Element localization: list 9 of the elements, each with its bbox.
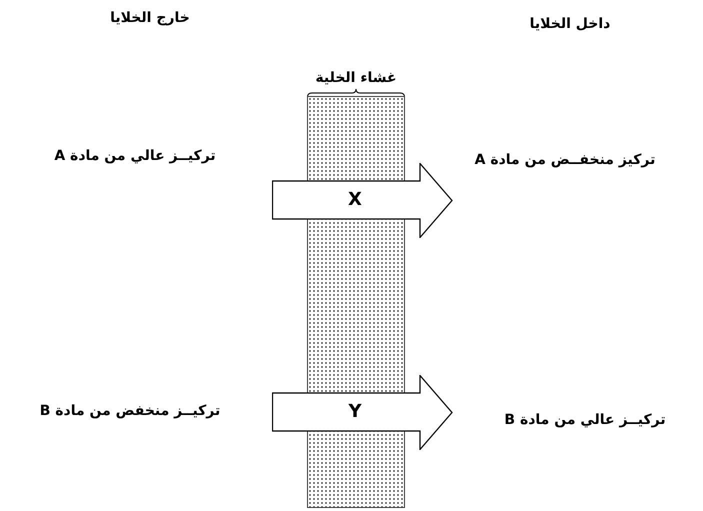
block-arrow: X	[272, 163, 453, 238]
concentration-text: تركيز منخفــض من مادة A	[474, 152, 656, 168]
concentration-text: تركيــز منخفض من مادة B	[40, 403, 220, 419]
region-heading: داخل الخلايا	[530, 16, 610, 32]
concentration-text: تركيــز عالي من مادة B	[504, 412, 666, 428]
membrane-label: غشاء الخلية	[315, 70, 397, 86]
concentration-text: تركيــز عالي من مادة A	[54, 148, 216, 164]
region-heading: خارج الخلايا	[110, 10, 190, 26]
block-arrow: Y	[272, 375, 453, 450]
